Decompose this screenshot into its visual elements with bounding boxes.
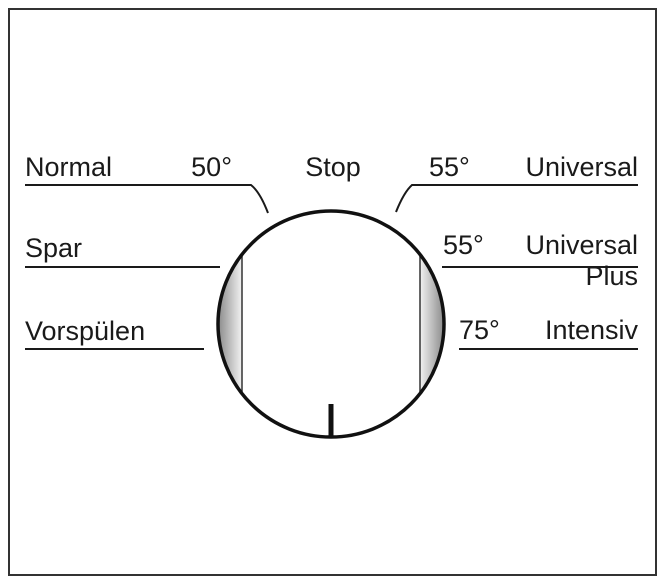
label-normal: Normal [25, 152, 112, 182]
label-universal-plus-temp: 55° [443, 230, 484, 260]
label-vorspuelen: Vorspülen [25, 316, 145, 346]
panel-frame [8, 8, 657, 576]
label-intensiv-temp: 75° [459, 315, 500, 345]
label-universal: Universal [525, 152, 638, 182]
label-stop: Stop [305, 152, 361, 182]
label-universal-plus-name2: Plus [585, 261, 638, 291]
label-universal-temp: 55° [429, 152, 470, 182]
label-universal-plus-name: Universal [525, 230, 638, 260]
leader-line-universal [395, 184, 638, 213]
leader-line-normal [25, 184, 269, 214]
label-spar: Spar [25, 233, 82, 263]
label-normal-temp: 50° [191, 152, 232, 182]
label-intensiv: Intensiv [545, 315, 639, 345]
